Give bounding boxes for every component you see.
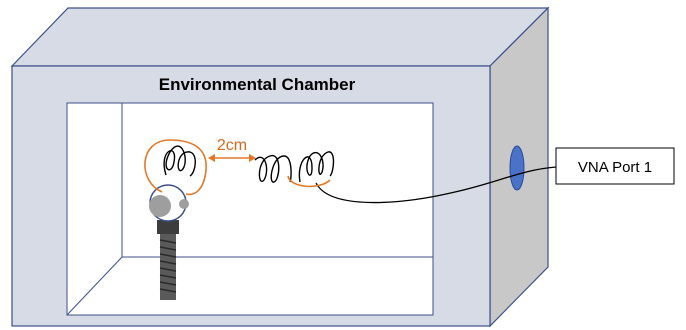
port-label-box [555,147,675,185]
distance-label: 2cm [217,137,247,154]
port-label: VNA Port 1 [578,159,652,176]
bolt-head [149,184,189,222]
chamber-top-face [10,7,550,67]
coax-cable [315,166,557,204]
distance-arrow [208,154,256,162]
chamber-interior [66,102,434,316]
port-hole [509,145,525,191]
receiver-coil [254,151,335,188]
transmitter-coil [144,139,207,196]
chamber-title: Environmental Chamber [159,75,356,94]
bolt [157,220,179,300]
